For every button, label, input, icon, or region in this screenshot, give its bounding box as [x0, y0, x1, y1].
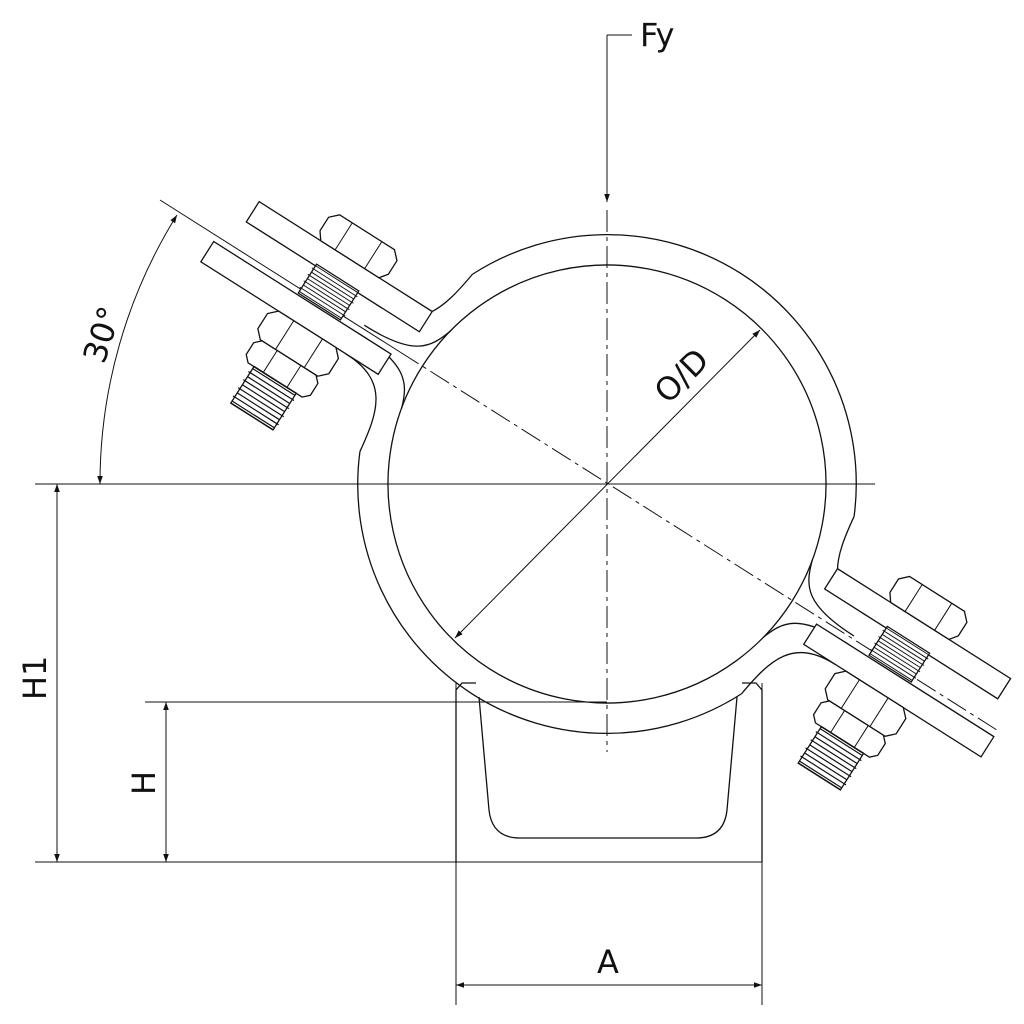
h-label: H [125, 771, 163, 795]
angle-dimension-arc [97, 214, 178, 485]
angle-label: 30° [75, 302, 129, 368]
pipe-outline [387, 264, 827, 704]
diameter-label: O/D [647, 341, 717, 411]
left-bolt-assembly [146, 148, 483, 482]
force-label: Fy [640, 16, 674, 54]
h1-label: H1 [16, 656, 54, 700]
a-label: A [597, 943, 619, 981]
force-arrow [604, 34, 632, 202]
support-shoe [455, 682, 763, 862]
diameter-dimension-line [454, 329, 761, 639]
pipe-band [83, 26, 1024, 942]
